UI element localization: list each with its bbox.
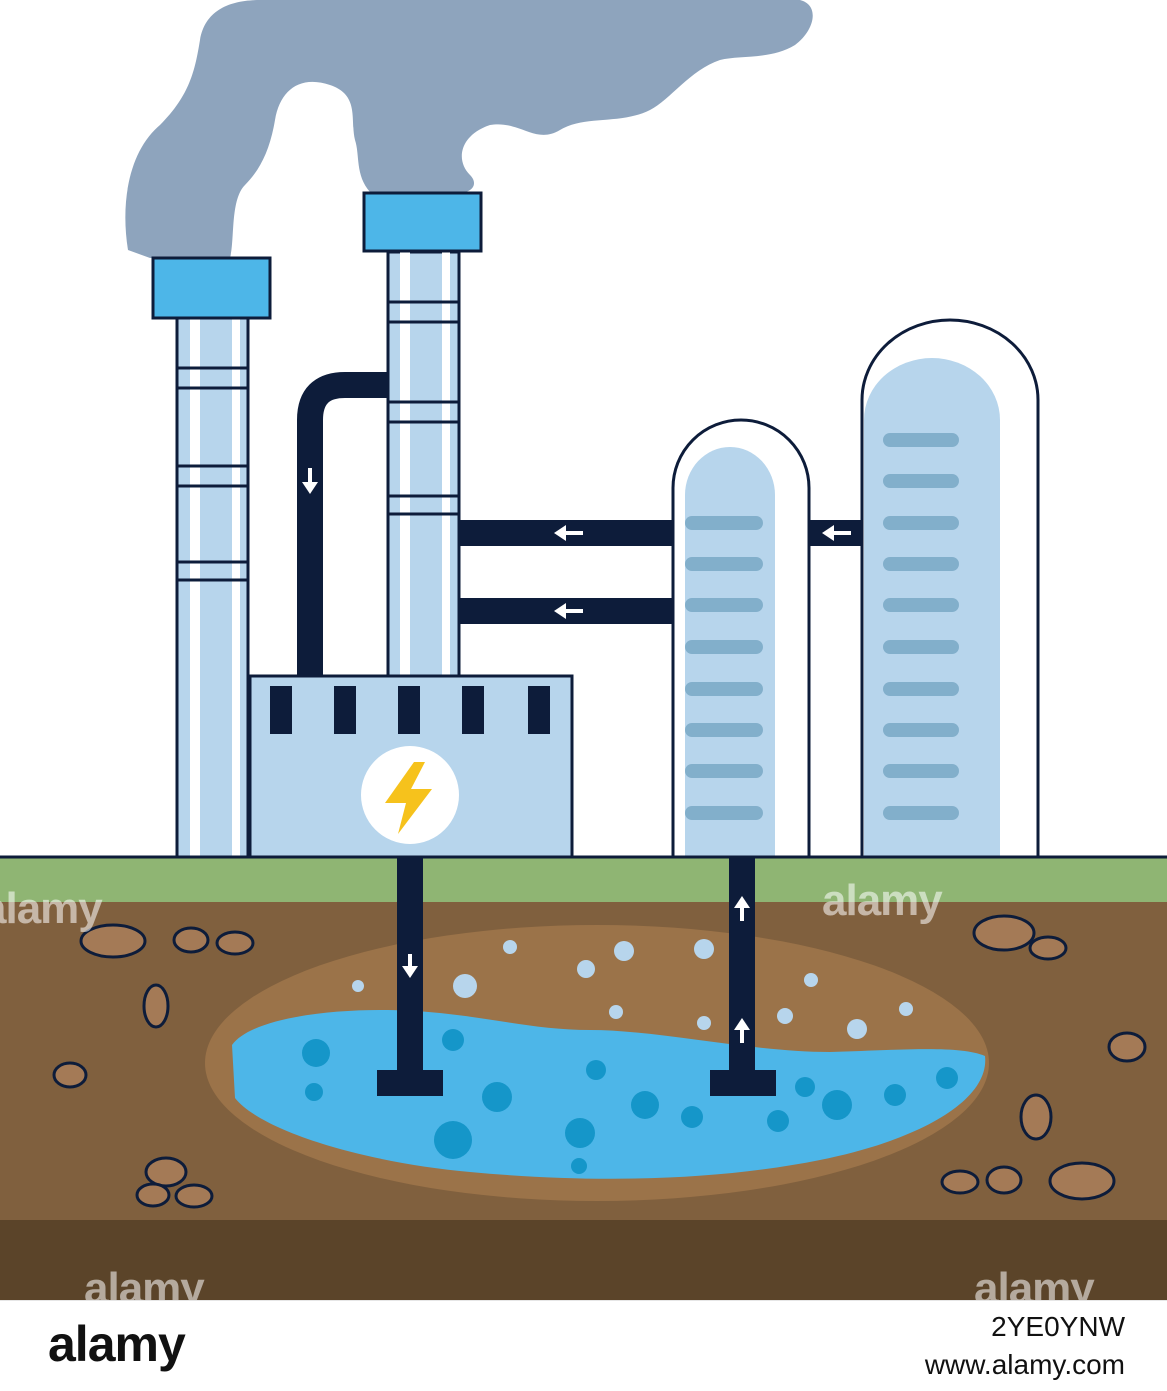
steam-return-pipe xyxy=(297,372,388,676)
site-url: www.alamy.com xyxy=(924,1349,1125,1380)
tall-tank xyxy=(860,318,1040,860)
middle-tank xyxy=(671,418,811,860)
injection-well xyxy=(377,858,443,1096)
arrow-icon xyxy=(822,525,834,541)
right-chimney-cap xyxy=(362,191,483,253)
arrow-icon xyxy=(734,896,750,1043)
smoke-plume xyxy=(125,0,813,258)
footer-bar: alamy 2YE0YNW www.alamy.com xyxy=(0,1300,1167,1391)
arrow-icon xyxy=(554,603,566,619)
image-id: 2YE0YNW xyxy=(991,1311,1125,1342)
production-well xyxy=(710,858,776,1096)
arrow-icon xyxy=(302,468,318,494)
bubbles xyxy=(302,939,958,1174)
watermark: alamy xyxy=(822,876,943,925)
watermark: alamy xyxy=(0,884,103,933)
connecting-pipes xyxy=(459,520,864,624)
arrow-icon xyxy=(554,525,566,541)
lightning-bolt-icon xyxy=(385,762,432,834)
rocks xyxy=(52,914,1147,1209)
brand-logo: alamy xyxy=(48,1316,186,1372)
arrow-icon xyxy=(402,954,418,978)
right-chimney xyxy=(362,191,483,684)
power-house xyxy=(248,674,574,860)
left-chimney-cap xyxy=(151,256,272,320)
geothermal-plant-illustration xyxy=(0,0,1167,1300)
